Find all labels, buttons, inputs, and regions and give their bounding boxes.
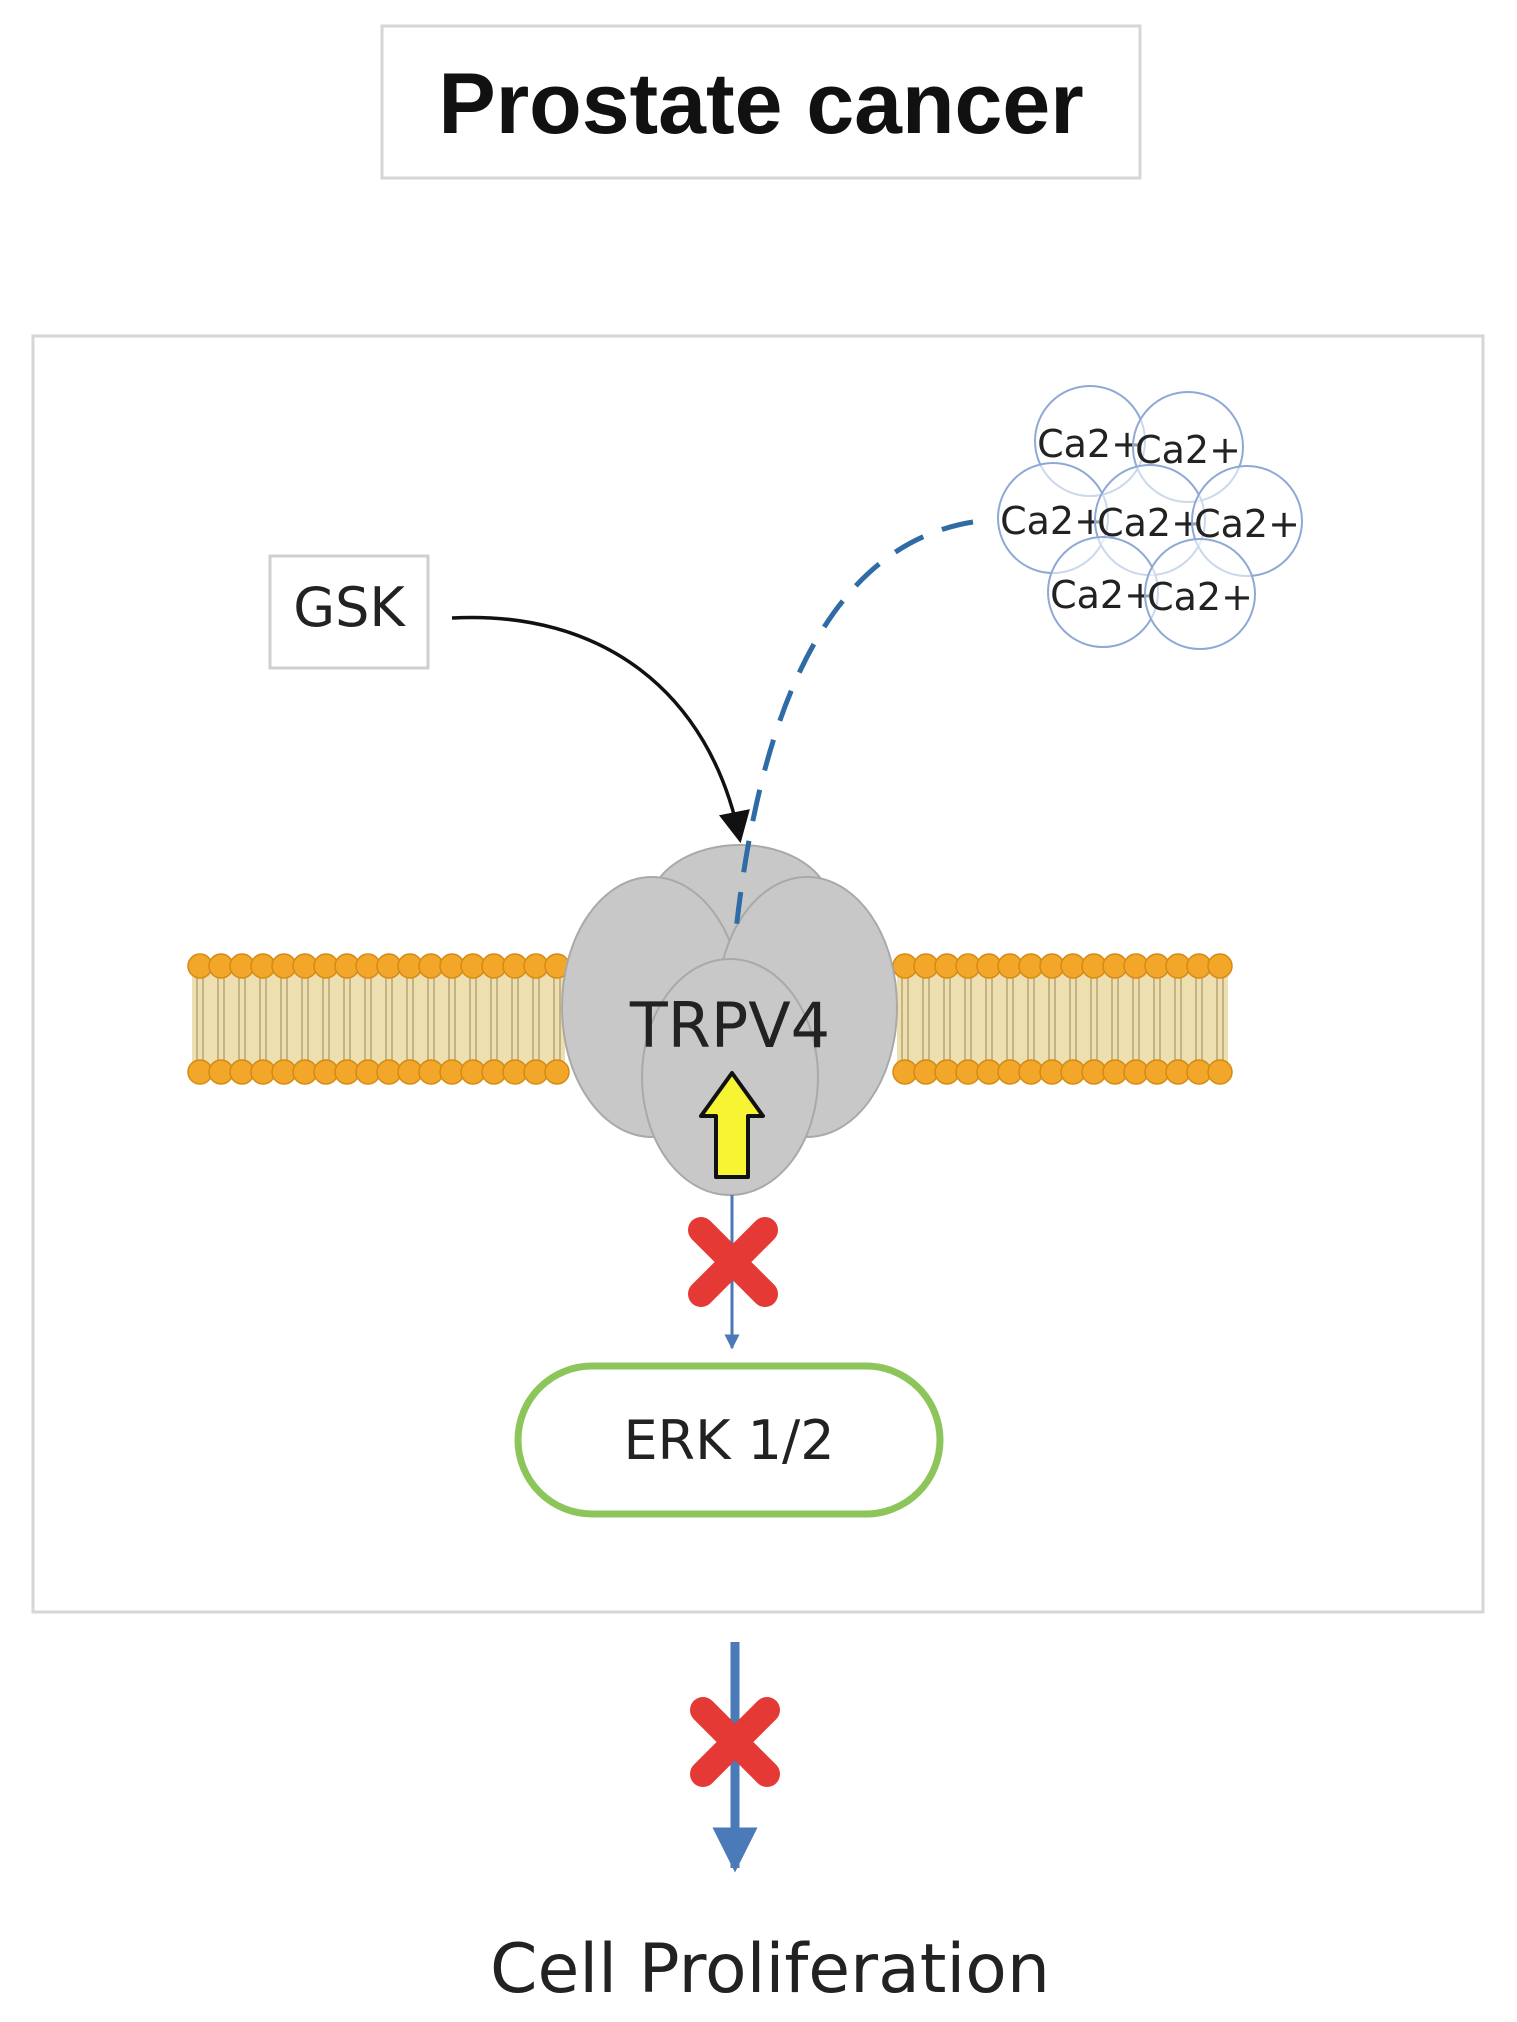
cell-membrane [187, 953, 1233, 1085]
red-x-icon [690, 1697, 780, 1787]
calcium-ion-label: Ca2+ [1050, 573, 1156, 617]
red-x-icon [688, 1217, 778, 1307]
yellow-up-arrow-icon [699, 1071, 765, 1179]
title-box: Prostate cancer [380, 24, 1142, 180]
calcium-ion-label: Ca2+ [1147, 575, 1253, 619]
calcium-ion: Ca2+ [1047, 536, 1159, 648]
trpv4-label: TRPV4 [629, 989, 830, 1062]
erk-label: ERK 1/2 [623, 1409, 834, 1472]
calcium-ion-cluster: Ca2+Ca2+Ca2+Ca2+Ca2+Ca2+Ca2+ [997, 385, 1303, 650]
cell-proliferation-label: Cell Proliferation [490, 1930, 1050, 2009]
calcium-ion-label: Ca2+ [1037, 422, 1143, 466]
calcium-ion: Ca2+ [1144, 538, 1256, 650]
calcium-ion-label: Ca2+ [1000, 499, 1106, 543]
calcium-ion-label: Ca2+ [1194, 502, 1300, 546]
gsk-label: GSK [293, 576, 406, 639]
gsk-box: GSK [268, 554, 430, 670]
page-title: Prostate cancer [438, 56, 1083, 152]
gsk-activation-arrow [451, 615, 750, 844]
erk-node: ERK 1/2 [514, 1362, 944, 1518]
